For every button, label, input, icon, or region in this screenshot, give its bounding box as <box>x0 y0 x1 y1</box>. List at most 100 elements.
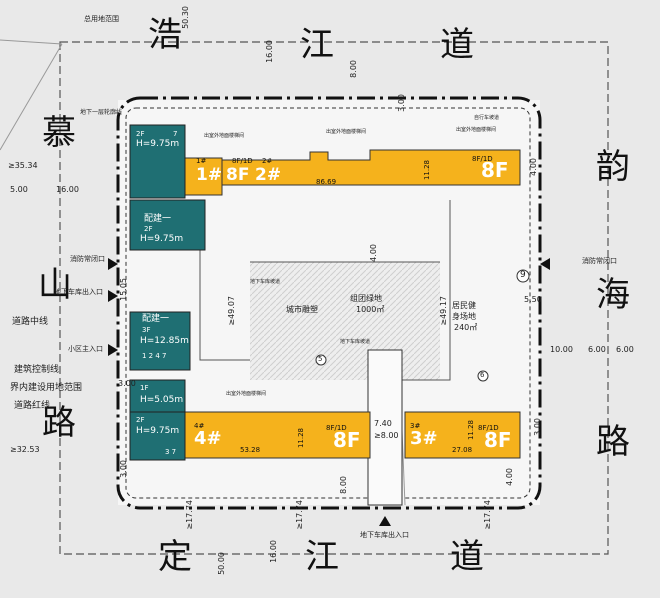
building-4-floors: 8F <box>333 428 361 452</box>
fitness-label: 居民健 <box>452 301 476 310</box>
circle-6: 6 <box>480 371 485 379</box>
road-west-1: 慕 <box>42 113 76 153</box>
building-2-height: 11.28 <box>423 160 431 181</box>
building-3-number: 3# <box>410 428 438 449</box>
road-north-3: 道 <box>440 25 474 65</box>
dim-5-50: 5.50 <box>524 295 542 304</box>
dim-17-74c: ≥17.74 <box>483 500 492 530</box>
basement-line-label: 地下一层轮廓线 <box>80 109 123 116</box>
building-control-line <box>125 107 531 499</box>
road-area-west <box>0 0 118 598</box>
dim-10-00: 10.00 <box>550 345 573 354</box>
dim-4-00-right: 4.00 <box>529 158 538 176</box>
dim-3-00-left: 3.00 <box>118 379 136 388</box>
road-west-3: 路 <box>42 403 76 443</box>
building-2-num-small: 2# <box>262 157 273 165</box>
dim-17-74b: ≥17.74 <box>295 500 304 530</box>
internal-road <box>199 200 451 381</box>
road-red-line-label: 道路红线 <box>14 401 51 411</box>
dim-16-00-left: 16.00 <box>56 185 79 194</box>
building-4-tag: 8F/1D <box>326 424 347 432</box>
dim-49-17: ≥49.17 <box>439 296 448 326</box>
building-3-floors: 8F <box>484 428 512 452</box>
road-east-2: 海 <box>596 275 630 315</box>
outdoor-stair-4: 出室外地面楼梯间 <box>226 391 267 397</box>
teal-top-floor: 2F <box>136 130 145 138</box>
dim-6-00b: 6.00 <box>616 345 634 354</box>
garage-exit-west-label: 地下车库出入口 <box>54 288 103 296</box>
circle-9: 9 <box>520 270 526 280</box>
building-2-floors: 8F <box>481 158 509 182</box>
dim-7-40: 7.40 <box>374 419 392 428</box>
dim-8-00-top: 8.00 <box>349 60 358 78</box>
road-south-2: 江 <box>305 537 339 577</box>
dim-15-05: 15.05 <box>119 278 128 301</box>
teal-building-bottom <box>129 411 186 461</box>
road-red-line <box>116 96 542 510</box>
dim-5-00-left: 5.00 <box>10 185 28 194</box>
dim-50-00: 50.00 <box>217 552 226 575</box>
outdoor-stair-2: 出室外地面楼梯间 <box>326 129 367 135</box>
circle-5: 5 <box>318 355 323 363</box>
central-plaza <box>250 262 440 380</box>
building-2-tag: 8F/1D <box>472 155 493 163</box>
fire-exit-east-label: 消防常闭口 <box>582 257 617 265</box>
outdoor-stair-1: 出室外地面楼梯间 <box>204 133 245 139</box>
teal-bottom-n: 3 7 <box>165 448 177 456</box>
road-centerline-label: 道路中线 <box>12 317 49 327</box>
building-1-num-small: 1# <box>196 157 207 165</box>
fire-exit-east-arrow <box>540 258 550 270</box>
fitness-label-2: 身场地 <box>452 312 476 321</box>
road-south-1: 定 <box>158 537 192 577</box>
peijian2-seq: 1 2 4 7 <box>142 352 167 360</box>
road-area-east <box>540 0 660 598</box>
dim-35-34: ≥35.34 <box>8 161 38 170</box>
teal-1f-floor: 1F <box>140 384 149 392</box>
building-1-tag: 8F/1D <box>232 157 253 165</box>
dim-6-00a: 6.00 <box>588 345 606 354</box>
building-2-shape <box>195 149 521 186</box>
road-north-2: 江 <box>300 25 334 65</box>
building-3-tag: 8F/1D <box>478 424 499 432</box>
sculpture-label: 城市雕塑 <box>286 305 318 314</box>
road-east-1: 韵 <box>596 147 630 187</box>
main-entrance-label: 小区主入口 <box>68 345 103 353</box>
building-2-length: 86.69 <box>316 178 337 186</box>
building-3-shape <box>404 411 521 459</box>
building-4-length: 53.28 <box>240 446 261 454</box>
dim-16-00-bot: 16.00 <box>269 540 278 563</box>
garage-west-arrow <box>108 290 118 302</box>
fire-exit-west-arrow <box>108 258 118 270</box>
total-site-boundary <box>59 41 609 555</box>
dim-32-53: ≥32.53 <box>10 445 40 454</box>
road-north-1: 浩 <box>148 15 182 55</box>
dim-3-00-bot: 3.00 <box>119 460 128 478</box>
building-3-num-small: 3# <box>410 422 421 430</box>
teal-top-n: 7 <box>173 130 178 138</box>
teal-bottom-height: H=9.75m <box>136 426 180 436</box>
peijian2-name: 配建一 <box>142 314 170 324</box>
outdoor-stair-3: 出室外地面楼梯间 <box>456 127 497 133</box>
building-3-height: 11.28 <box>467 420 475 441</box>
building-1-number: 1# <box>196 165 223 185</box>
building-1-floors: 8F <box>226 165 250 185</box>
dim-8-00-mid: ≥8.00 <box>374 431 399 440</box>
group-green-label: 组团绿地 <box>350 294 382 303</box>
building-4-height: 11.28 <box>297 428 305 449</box>
building-4-num-small: 4# <box>194 422 205 430</box>
teal-top-height: H=9.75m <box>136 139 180 149</box>
road-east-3: 路 <box>596 422 630 462</box>
bicycle-ramp: 自行车坡道 <box>474 115 500 121</box>
peijian2-height: H=12.85m <box>140 336 189 346</box>
dim-4-00-bot: 4.00 <box>505 468 514 486</box>
building-4-number: 4# <box>194 428 222 449</box>
teal-1f-height: H=5.05m <box>140 395 184 405</box>
fitness-area: 240㎡ <box>454 323 478 332</box>
peijian1-name: 配建一 <box>144 214 172 224</box>
road-west-2: 山 <box>38 265 72 305</box>
building-2-number: 2# <box>255 165 282 185</box>
group-green-area: 1000㎡ <box>356 305 385 314</box>
dim-50-30: 50.30 <box>181 6 190 29</box>
fire-exit-west-label: 消防常闭口 <box>70 255 105 263</box>
